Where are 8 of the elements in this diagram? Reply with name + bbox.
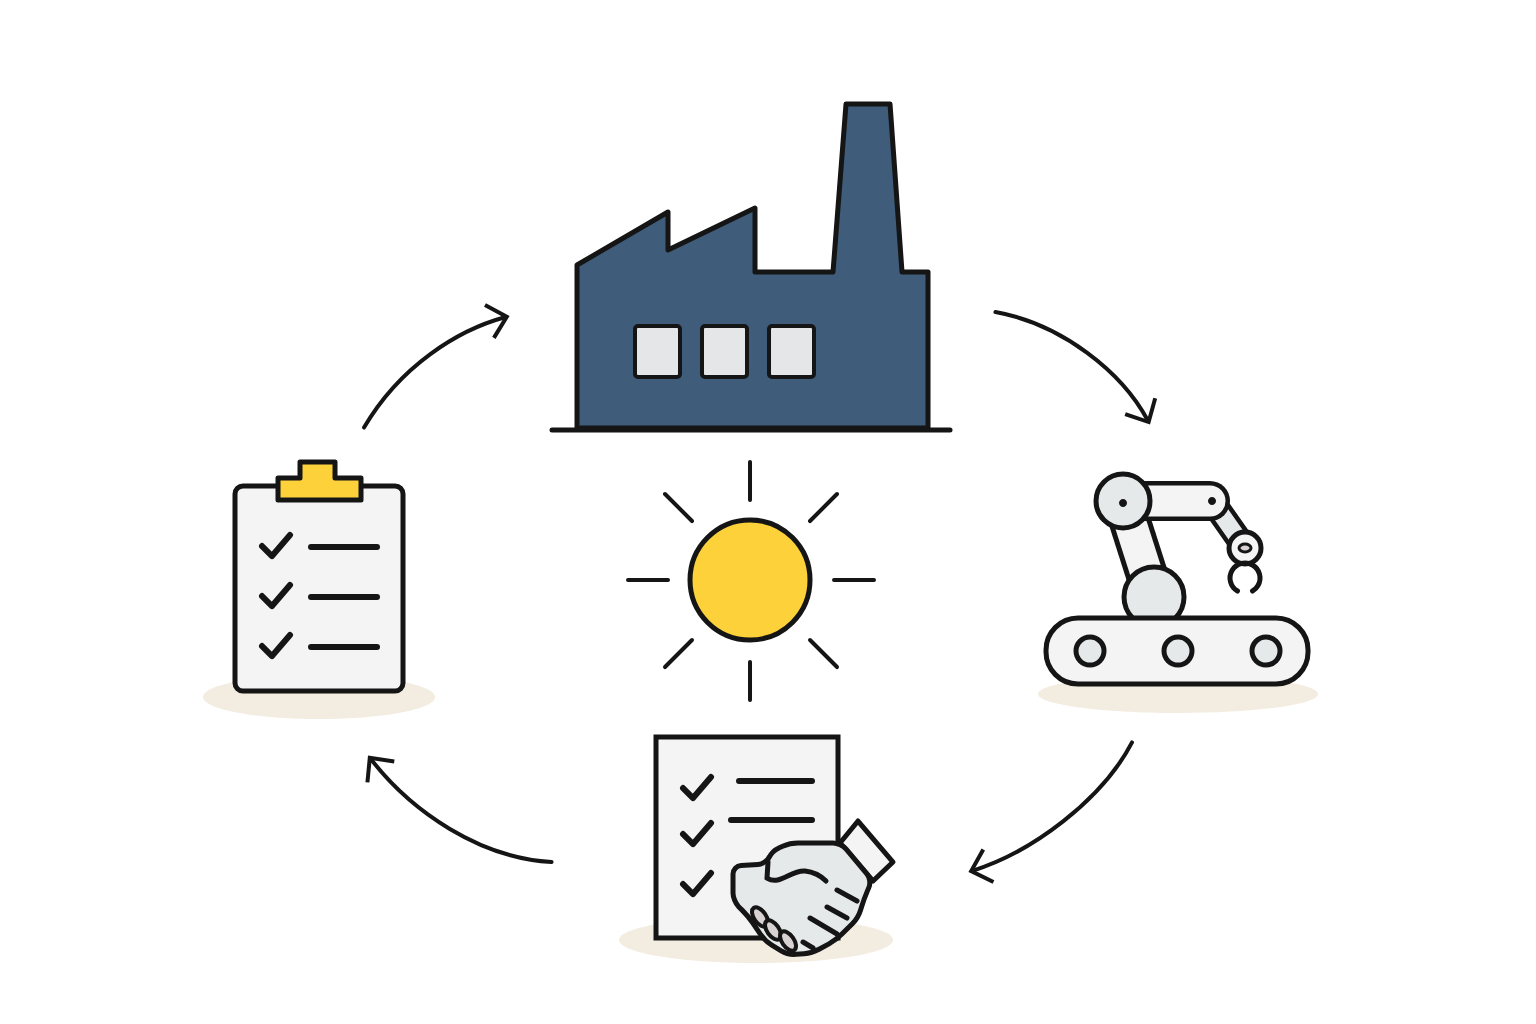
- robot-arm-illustration: [1038, 471, 1318, 713]
- arrow: [993, 310, 1158, 425]
- arrow: [365, 755, 554, 864]
- factory-illustration: [549, 101, 953, 433]
- contract-handshake-illustration: [619, 734, 896, 963]
- arrow: [362, 303, 510, 430]
- arrow: [968, 740, 1134, 884]
- clipboard-checklist-illustration: [203, 459, 435, 719]
